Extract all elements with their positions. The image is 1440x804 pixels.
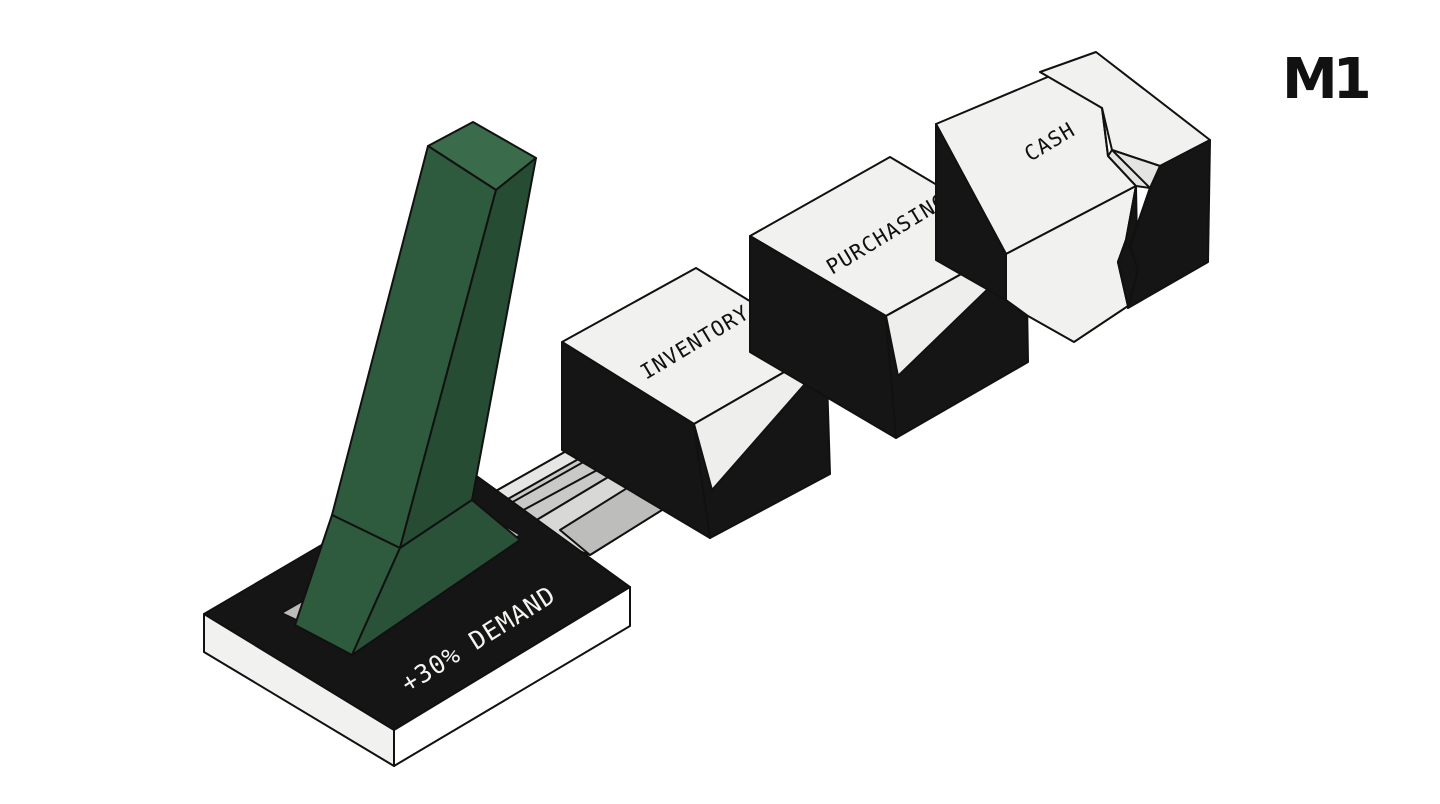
m1-logo: M1 xyxy=(1282,47,1372,112)
cash-block xyxy=(935,51,1211,343)
inventory-block xyxy=(561,267,831,539)
demand-lever xyxy=(294,121,537,656)
